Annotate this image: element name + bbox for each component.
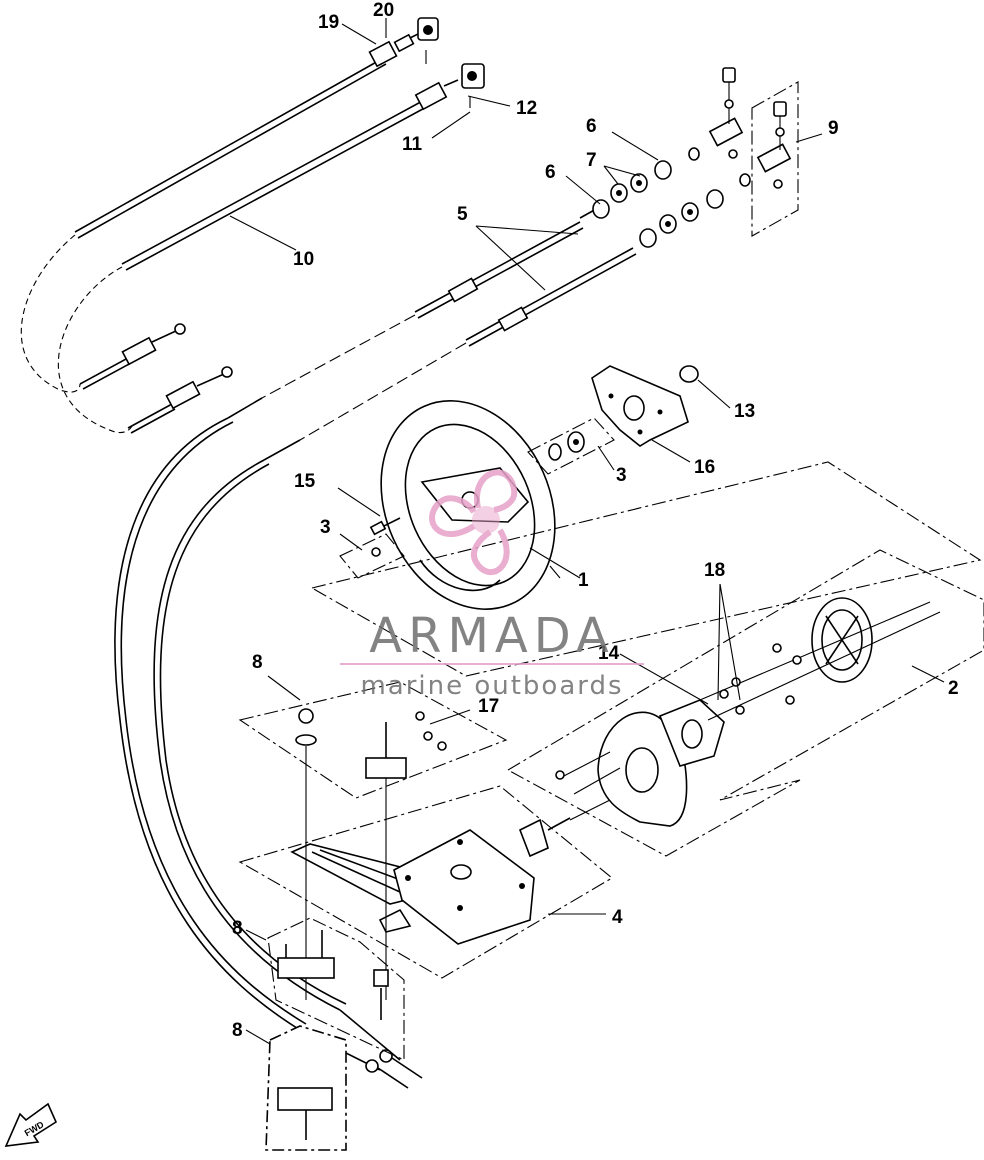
callout-5: 5 — [457, 204, 468, 225]
callout-7: 7 — [586, 150, 597, 171]
callout-10: 10 — [293, 249, 314, 270]
callout-20: 20 — [373, 0, 394, 21]
leader-lines — [229, 18, 945, 1045]
callout-17: 17 — [478, 696, 499, 717]
callout-18: 18 — [704, 560, 725, 581]
cable-end-fittings-top — [368, 17, 485, 111]
callout-3-lower: 3 — [320, 517, 331, 538]
callout-6-lower: 6 — [545, 162, 556, 183]
foot-throttle-pedal — [238, 785, 613, 979]
callout-13: 13 — [734, 401, 755, 422]
propeller-logo — [429, 469, 518, 576]
callout-8-middle: 8 — [232, 918, 243, 939]
watermark-brand: ARMADA — [369, 608, 614, 664]
mounting-bracket — [591, 365, 699, 447]
callout-1: 1 — [578, 570, 589, 591]
callout-3-upper: 3 — [616, 465, 627, 486]
callout-4: 4 — [612, 907, 623, 928]
cable-connector-bracket — [708, 67, 799, 237]
callout-8-upper: 8 — [252, 652, 263, 673]
callout-16: 16 — [694, 457, 715, 478]
forward-direction-arrow: FWD — [4, 1102, 58, 1147]
callout-19: 19 — [318, 12, 339, 33]
mounting-hardware-kits — [238, 681, 508, 1151]
nuts-and-washers — [579, 147, 751, 248]
helm-assembly — [506, 549, 984, 858]
hub-spacers — [339, 417, 615, 579]
callout-14: 14 — [598, 643, 620, 664]
callout-15: 15 — [294, 471, 316, 492]
armada-watermark: ARMADA marine outboards — [340, 469, 644, 701]
callout-2: 2 — [948, 678, 959, 699]
wheel-kit-boundary — [310, 461, 982, 677]
callout-8-lower: 8 — [232, 1020, 243, 1041]
callout-labels: 19 20 12 11 10 6 7 6 9 5 13 16 3 15 3 1 … — [232, 0, 959, 1041]
callout-12: 12 — [516, 98, 537, 119]
watermark-tagline: marine outboards — [360, 671, 623, 701]
callout-11: 11 — [402, 134, 423, 155]
callout-6-upper: 6 — [586, 116, 597, 137]
callout-9: 9 — [828, 118, 839, 139]
